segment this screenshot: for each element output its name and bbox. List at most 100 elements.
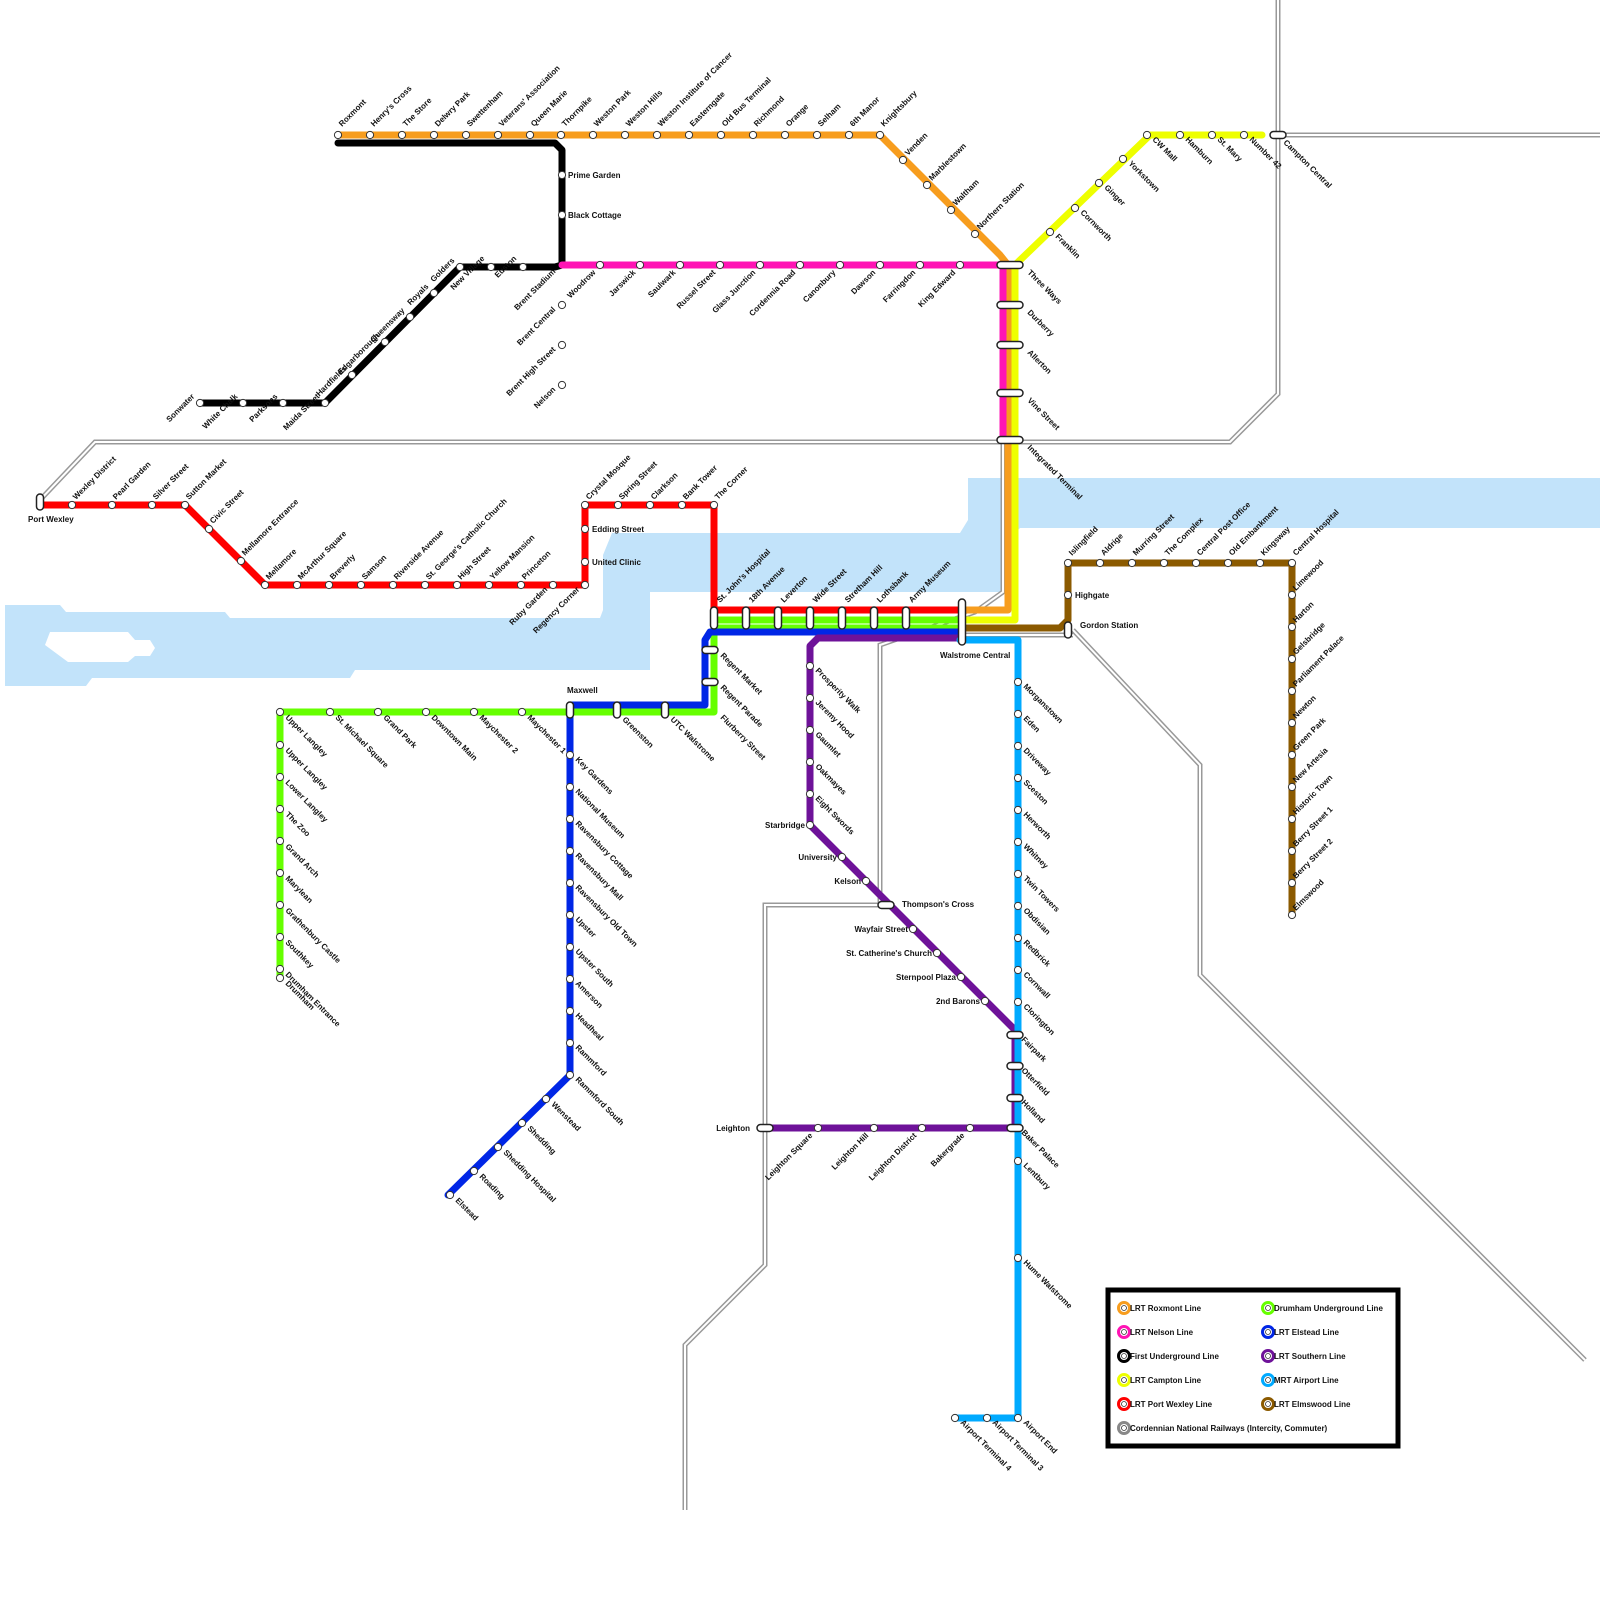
station-marker[interactable]: [565, 814, 575, 824]
station-marker[interactable]: [652, 130, 662, 140]
interchange-marker[interactable]: [877, 900, 895, 910]
station-marker[interactable]: [275, 900, 285, 910]
station-marker[interactable]: [517, 1118, 527, 1128]
station-marker[interactable]: [541, 1094, 551, 1104]
station-marker[interactable]: [950, 1413, 960, 1423]
interchange-marker[interactable]: [612, 701, 622, 719]
station-marker[interactable]: [805, 820, 815, 830]
station-marker[interactable]: [518, 262, 528, 272]
station-marker[interactable]: [1013, 805, 1023, 815]
station-marker[interactable]: [292, 580, 302, 590]
station-marker[interactable]: [1094, 178, 1104, 188]
station-marker[interactable]: [195, 398, 205, 408]
station-marker[interactable]: [780, 130, 790, 140]
station-marker[interactable]: [595, 260, 605, 270]
station-marker[interactable]: [565, 1006, 575, 1016]
station-marker[interactable]: [1013, 1156, 1023, 1166]
station-marker[interactable]: [715, 260, 725, 270]
station-marker[interactable]: [1013, 869, 1023, 879]
station-marker[interactable]: [1013, 1413, 1023, 1423]
station-marker[interactable]: [645, 500, 655, 510]
station-marker[interactable]: [613, 500, 623, 510]
station-marker[interactable]: [1045, 227, 1055, 237]
station-marker[interactable]: [805, 661, 815, 671]
interchange-marker[interactable]: [565, 701, 575, 719]
station-marker[interactable]: [709, 500, 719, 510]
interchange-marker[interactable]: [660, 701, 670, 719]
station-marker[interactable]: [805, 725, 815, 735]
station-marker[interactable]: [565, 782, 575, 792]
interchange-marker[interactable]: [1063, 621, 1073, 639]
interchange-marker[interactable]: [996, 340, 1024, 350]
station-marker[interactable]: [324, 580, 334, 590]
station-marker[interactable]: [469, 1166, 479, 1176]
station-marker[interactable]: [397, 130, 407, 140]
station-marker[interactable]: [835, 260, 845, 270]
station-marker[interactable]: [260, 580, 270, 590]
interchange-marker[interactable]: [1269, 130, 1287, 140]
station-marker[interactable]: [275, 868, 285, 878]
station-marker[interactable]: [588, 130, 598, 140]
station-marker[interactable]: [388, 580, 398, 590]
station-marker[interactable]: [1013, 709, 1023, 719]
station-marker[interactable]: [1013, 677, 1023, 687]
interchange-marker[interactable]: [709, 606, 719, 630]
interchange-marker[interactable]: [901, 606, 911, 630]
station-marker[interactable]: [356, 580, 366, 590]
station-marker[interactable]: [1175, 130, 1185, 140]
station-marker[interactable]: [635, 260, 645, 270]
station-marker[interactable]: [580, 500, 590, 510]
station-marker[interactable]: [1013, 965, 1023, 975]
station-marker[interactable]: [1207, 130, 1217, 140]
station-marker[interactable]: [1287, 558, 1297, 568]
station-marker[interactable]: [716, 130, 726, 140]
station-marker[interactable]: [1191, 558, 1201, 568]
station-marker[interactable]: [525, 130, 535, 140]
station-marker[interactable]: [420, 580, 430, 590]
station-marker[interactable]: [812, 130, 822, 140]
station-marker[interactable]: [837, 852, 847, 862]
station-marker[interactable]: [429, 288, 439, 298]
station-marker[interactable]: [1118, 154, 1128, 164]
station-marker[interactable]: [1127, 558, 1137, 568]
station-marker[interactable]: [67, 500, 77, 510]
station-marker[interactable]: [238, 398, 248, 408]
station-marker[interactable]: [917, 1123, 927, 1133]
station-marker[interactable]: [365, 130, 375, 140]
station-marker[interactable]: [517, 707, 527, 717]
station-marker[interactable]: [275, 964, 285, 974]
station-marker[interactable]: [565, 1070, 575, 1080]
station-marker[interactable]: [1287, 814, 1297, 824]
station-marker[interactable]: [421, 707, 431, 717]
station-marker[interactable]: [580, 524, 590, 534]
station-marker[interactable]: [1013, 773, 1023, 783]
interchange-marker[interactable]: [957, 598, 967, 646]
station-marker[interactable]: [898, 155, 908, 165]
station-marker[interactable]: [1063, 590, 1073, 600]
station-marker[interactable]: [748, 130, 758, 140]
station-marker[interactable]: [1287, 846, 1297, 856]
station-marker[interactable]: [908, 924, 918, 934]
station-marker[interactable]: [813, 1123, 823, 1133]
station-marker[interactable]: [1013, 901, 1023, 911]
station-marker[interactable]: [204, 524, 214, 534]
station-marker[interactable]: [484, 580, 494, 590]
station-marker[interactable]: [677, 500, 687, 510]
station-marker[interactable]: [565, 878, 575, 888]
station-marker[interactable]: [557, 380, 567, 390]
station-marker[interactable]: [1095, 558, 1105, 568]
station-marker[interactable]: [1287, 750, 1297, 760]
interchange-marker[interactable]: [701, 645, 719, 655]
station-marker[interactable]: [805, 693, 815, 703]
station-marker[interactable]: [1287, 590, 1297, 600]
station-marker[interactable]: [557, 340, 567, 350]
station-marker[interactable]: [922, 180, 932, 190]
station-marker[interactable]: [275, 932, 285, 942]
station-marker[interactable]: [548, 580, 558, 590]
station-marker[interactable]: [1287, 622, 1297, 632]
station-marker[interactable]: [275, 772, 285, 782]
station-marker[interactable]: [429, 130, 439, 140]
station-marker[interactable]: [275, 740, 285, 750]
station-marker[interactable]: [1287, 782, 1297, 792]
station-marker[interactable]: [932, 948, 942, 958]
